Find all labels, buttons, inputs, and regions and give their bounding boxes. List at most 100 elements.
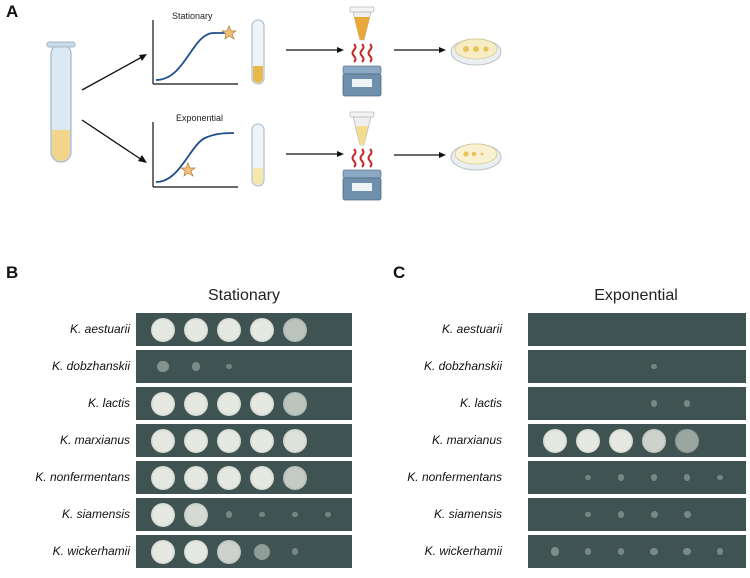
strain-label: K. dobzhanskii — [423, 359, 502, 373]
spot-plate-row — [528, 387, 746, 420]
colony-spot — [217, 428, 241, 453]
arrow-icon — [81, 56, 143, 91]
colony-spot — [250, 465, 274, 490]
arrow-icon — [81, 119, 143, 161]
colony-spot — [683, 400, 691, 407]
spot-plate-row — [528, 461, 746, 494]
colony-spot — [716, 548, 724, 555]
strain-label: K. dobzhanskii — [51, 359, 130, 373]
star-marker-icon — [220, 25, 238, 40]
colony-spot — [609, 428, 633, 453]
microtube-icon — [349, 111, 375, 146]
culture-tube-icon — [251, 19, 265, 85]
spot-plate-row — [136, 498, 352, 531]
strain-label: K. lactis — [87, 396, 130, 410]
colony-spot — [151, 539, 175, 564]
growth-curve-stationary — [152, 20, 238, 85]
colony-spot — [325, 511, 331, 518]
growth-curve-exponential — [152, 122, 238, 188]
panel-c-title: Exponential — [594, 287, 678, 304]
curve-label-exponential: Exponential — [176, 113, 224, 123]
colony-spot — [617, 511, 625, 518]
colony-spot — [283, 391, 307, 416]
colony-spot — [675, 428, 699, 453]
colony-spot — [217, 317, 241, 342]
colony-spot — [151, 502, 175, 527]
spot-plate-row — [136, 535, 352, 568]
colony-spot — [650, 511, 658, 518]
colony-spot — [184, 317, 208, 342]
spot-plate-row — [528, 535, 746, 568]
heat-waves-icon — [351, 148, 373, 168]
colony-spot — [292, 511, 298, 518]
colony-spot — [250, 391, 274, 416]
colony-spot — [550, 547, 560, 556]
strain-label: K. siamensis — [61, 507, 130, 521]
colony-spot — [291, 548, 299, 555]
strain-label: K. marxianus — [59, 433, 130, 447]
strain-label: K. lactis — [459, 396, 502, 410]
panel-b-title: Stationary — [207, 287, 281, 304]
heat-waves-icon — [351, 43, 373, 63]
colony-spot — [543, 428, 567, 453]
colony-spot — [717, 474, 723, 481]
strain-label: K. nonfermentans — [407, 470, 502, 484]
colony-spot — [250, 428, 274, 453]
culture-tube-icon — [46, 41, 76, 163]
petri-dish-icon — [450, 38, 502, 66]
colony-spot — [650, 547, 658, 556]
colony-spot — [650, 400, 658, 407]
spot-plate-row — [136, 350, 352, 383]
colony-spot — [283, 465, 307, 490]
strain-label: K. wickerhamii — [52, 544, 130, 558]
colony-spot — [217, 539, 241, 564]
panel-c-letter: C — [393, 263, 406, 282]
colony-spot — [642, 428, 666, 453]
strain-label: K. marxianus — [431, 433, 502, 447]
colony-spot — [683, 511, 691, 518]
colony-spot — [184, 539, 208, 564]
colony-spot — [617, 474, 625, 481]
colony-spot — [585, 474, 591, 481]
colony-spot — [191, 362, 201, 371]
strain-label: K. nonfermentans — [35, 470, 130, 484]
colony-spot — [283, 317, 307, 342]
colony-spot — [184, 465, 208, 490]
heat-block-icon — [342, 169, 382, 201]
colony-spot — [184, 502, 208, 527]
culture-tube-icon — [251, 123, 265, 187]
colony-spot — [157, 360, 169, 373]
spot-plate-row — [528, 498, 746, 531]
spot-plate-row — [136, 313, 352, 346]
strain-label: K. wickerhamii — [424, 544, 502, 558]
colony-spot — [226, 363, 232, 370]
colony-spot — [184, 391, 208, 416]
spot-plate-row — [136, 387, 352, 420]
colony-spot — [585, 511, 591, 518]
colony-spot — [651, 363, 657, 370]
panel-b-letter: B — [6, 263, 19, 282]
spot-plate-row — [136, 461, 352, 494]
strain-label: K. aestuarii — [441, 322, 502, 336]
colony-spot — [683, 547, 691, 556]
spot-plate-row — [136, 424, 352, 457]
panel-a-letter: A — [6, 2, 19, 21]
colony-spot — [151, 428, 175, 453]
petri-dish-icon — [450, 143, 502, 171]
colony-spot — [576, 428, 600, 453]
colony-spot — [254, 543, 270, 560]
colony-spot — [683, 474, 691, 481]
colony-spot — [250, 317, 274, 342]
colony-spot — [151, 317, 175, 342]
strain-label: K. aestuarii — [69, 322, 130, 336]
spot-plate-row — [528, 424, 746, 457]
curve-label-stationary: Stationary — [172, 11, 213, 21]
colony-spot — [217, 465, 241, 490]
colony-spot — [283, 428, 307, 453]
strain-label: K. siamensis — [433, 507, 502, 521]
heat-block-icon — [342, 65, 382, 97]
colony-spot — [217, 391, 241, 416]
colony-spot — [617, 548, 625, 555]
colony-spot — [225, 511, 233, 518]
colony-spot — [184, 428, 208, 453]
